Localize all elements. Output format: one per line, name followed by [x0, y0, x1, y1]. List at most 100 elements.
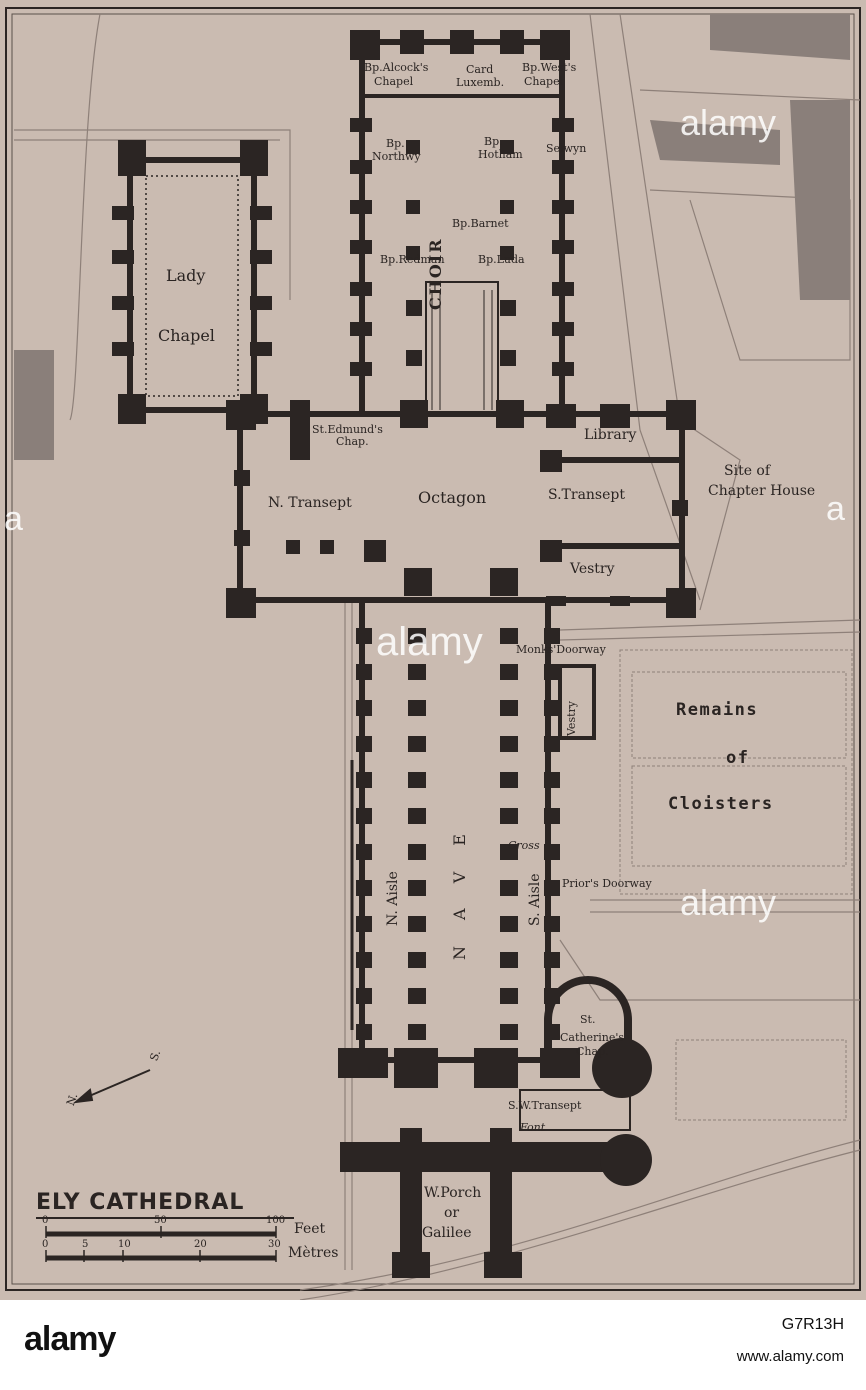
nave-pier [356, 844, 372, 860]
nave-pier [356, 916, 372, 932]
cathedral-plan-map: Bp.Alcock's Chapel Card Luxemb. Bp.West'… [0, 0, 866, 1300]
label-st-edmunds-2: Chap. [336, 435, 369, 448]
nave-pier [544, 700, 560, 716]
nave-pier [408, 1024, 426, 1040]
footer-url: www.alamy.com [736, 1348, 844, 1365]
nave-pier [356, 952, 372, 968]
nave-pier [544, 952, 560, 968]
label-bp-northwy: Bp. [386, 137, 405, 150]
nave-pier [356, 772, 372, 788]
watermark-top: alamy [680, 102, 777, 143]
nave-pier [408, 772, 426, 788]
label-or: or [444, 1205, 460, 1221]
lady-chapel-walls [112, 140, 272, 424]
label-priors-doorway: Prior's Doorway [562, 877, 652, 890]
nave-pier [356, 808, 372, 824]
label-library: Library [584, 427, 637, 443]
label-site-of: Site of [724, 463, 771, 479]
scale-metres-label: Mètres [288, 1245, 339, 1261]
nave-pier [356, 628, 372, 644]
scale-metre-tick-3: 20 [194, 1239, 207, 1250]
label-bp-west-2: Chapel [524, 75, 564, 88]
label-bp-redman: Bp.Redman [380, 253, 445, 266]
scale-feet-tick-2: 100 [266, 1215, 286, 1226]
nave-pier [500, 700, 518, 716]
nave-pier [408, 664, 426, 680]
label-s-aisle: S. Aisle [527, 873, 543, 926]
nave-pier [408, 916, 426, 932]
label-n-aisle: N. Aisle [385, 871, 401, 926]
label-bp-barnet: Bp.Barnet [452, 217, 509, 230]
nave-pier [500, 916, 518, 932]
nave-pier [500, 1024, 518, 1040]
label-bp-luda: Bp.Luda [478, 253, 525, 266]
plan-drawing [5, 7, 861, 1300]
nave-pier [356, 736, 372, 752]
label-selwyn: Selwyn [546, 142, 587, 155]
nave-pier [408, 700, 426, 716]
label-galilee: Galilee [422, 1225, 472, 1241]
nave-pier [408, 808, 426, 824]
nave-pier [356, 664, 372, 680]
north-arrow-icon [72, 1069, 151, 1104]
label-st-edmunds: St.Edmund's [312, 423, 383, 436]
label-lady: Lady [166, 266, 206, 285]
label-w-porch: W.Porch [424, 1185, 482, 1201]
nave-pier [408, 736, 426, 752]
nave-walls [356, 597, 560, 1063]
scale-metre-tick-0: 0 [42, 1239, 49, 1250]
nave-pier [500, 952, 518, 968]
label-remains: Remains [676, 700, 759, 720]
label-bp-hotham-2: Hotham [478, 148, 523, 161]
label-vestry-small: Vestry [565, 701, 578, 736]
label-octagon: Octagon [418, 488, 487, 507]
nave-pier [544, 916, 560, 932]
label-card-2: Luxemb. [456, 76, 505, 89]
nave-pier [500, 988, 518, 1004]
label-sw-transept: S.W.Transept [508, 1099, 582, 1112]
nave-pier [544, 628, 560, 644]
watermark-side-left: a [4, 500, 23, 538]
nave-pier [500, 844, 518, 860]
nave-pier [500, 736, 518, 752]
choir-walls [350, 30, 574, 428]
nave-pier [408, 952, 426, 968]
nave-pier [408, 880, 426, 896]
nave-pier [500, 808, 518, 824]
nave-pier [408, 628, 426, 644]
label-n-transept: N. Transept [268, 495, 352, 511]
label-bp-alcock-2: Chapel [374, 75, 414, 88]
label-monks-doorway: Monks'Doorway [516, 643, 606, 656]
watermark-center: alamy [376, 620, 483, 664]
west-end-walls [338, 1038, 652, 1278]
scale-metre-tick-2: 10 [118, 1239, 131, 1250]
nave-pier [544, 844, 560, 860]
watermark-lower: alamy [680, 882, 777, 923]
nave-pier [544, 772, 560, 788]
label-font: Font [520, 1121, 546, 1134]
label-vestry: Vestry [570, 561, 615, 577]
label-card: Card [466, 63, 494, 76]
nave-pier [356, 1024, 372, 1040]
nave-pier [500, 880, 518, 896]
label-s-transept: S.Transept [548, 487, 625, 503]
label-chapel: Chapel [158, 326, 215, 345]
label-st-catherines-3: Chap. [576, 1045, 609, 1058]
label-st-catherines: St. [580, 1013, 596, 1026]
label-nave: NAVE [450, 808, 469, 960]
nave-pier [500, 664, 518, 680]
alamy-logo: alamy [24, 1320, 116, 1358]
image-id: G7R13H [781, 1316, 844, 1333]
nave-pier [408, 844, 426, 860]
label-bp-alcock: Bp.Alcock's [364, 61, 429, 74]
nave-pier [500, 628, 518, 644]
footer-bar: alamy G7R13H www.alamy.com [0, 1300, 866, 1390]
watermark-side-right: a [826, 490, 845, 528]
label-choir: CHOIR [426, 237, 445, 310]
label-cloisters: Cloisters [668, 794, 774, 814]
label-cross: Cross [508, 839, 540, 852]
nave-pier [356, 880, 372, 896]
label-bp-hotham: Bp. [484, 135, 503, 148]
nave-pier [544, 808, 560, 824]
scale-metre-tick-1: 5 [82, 1239, 89, 1250]
